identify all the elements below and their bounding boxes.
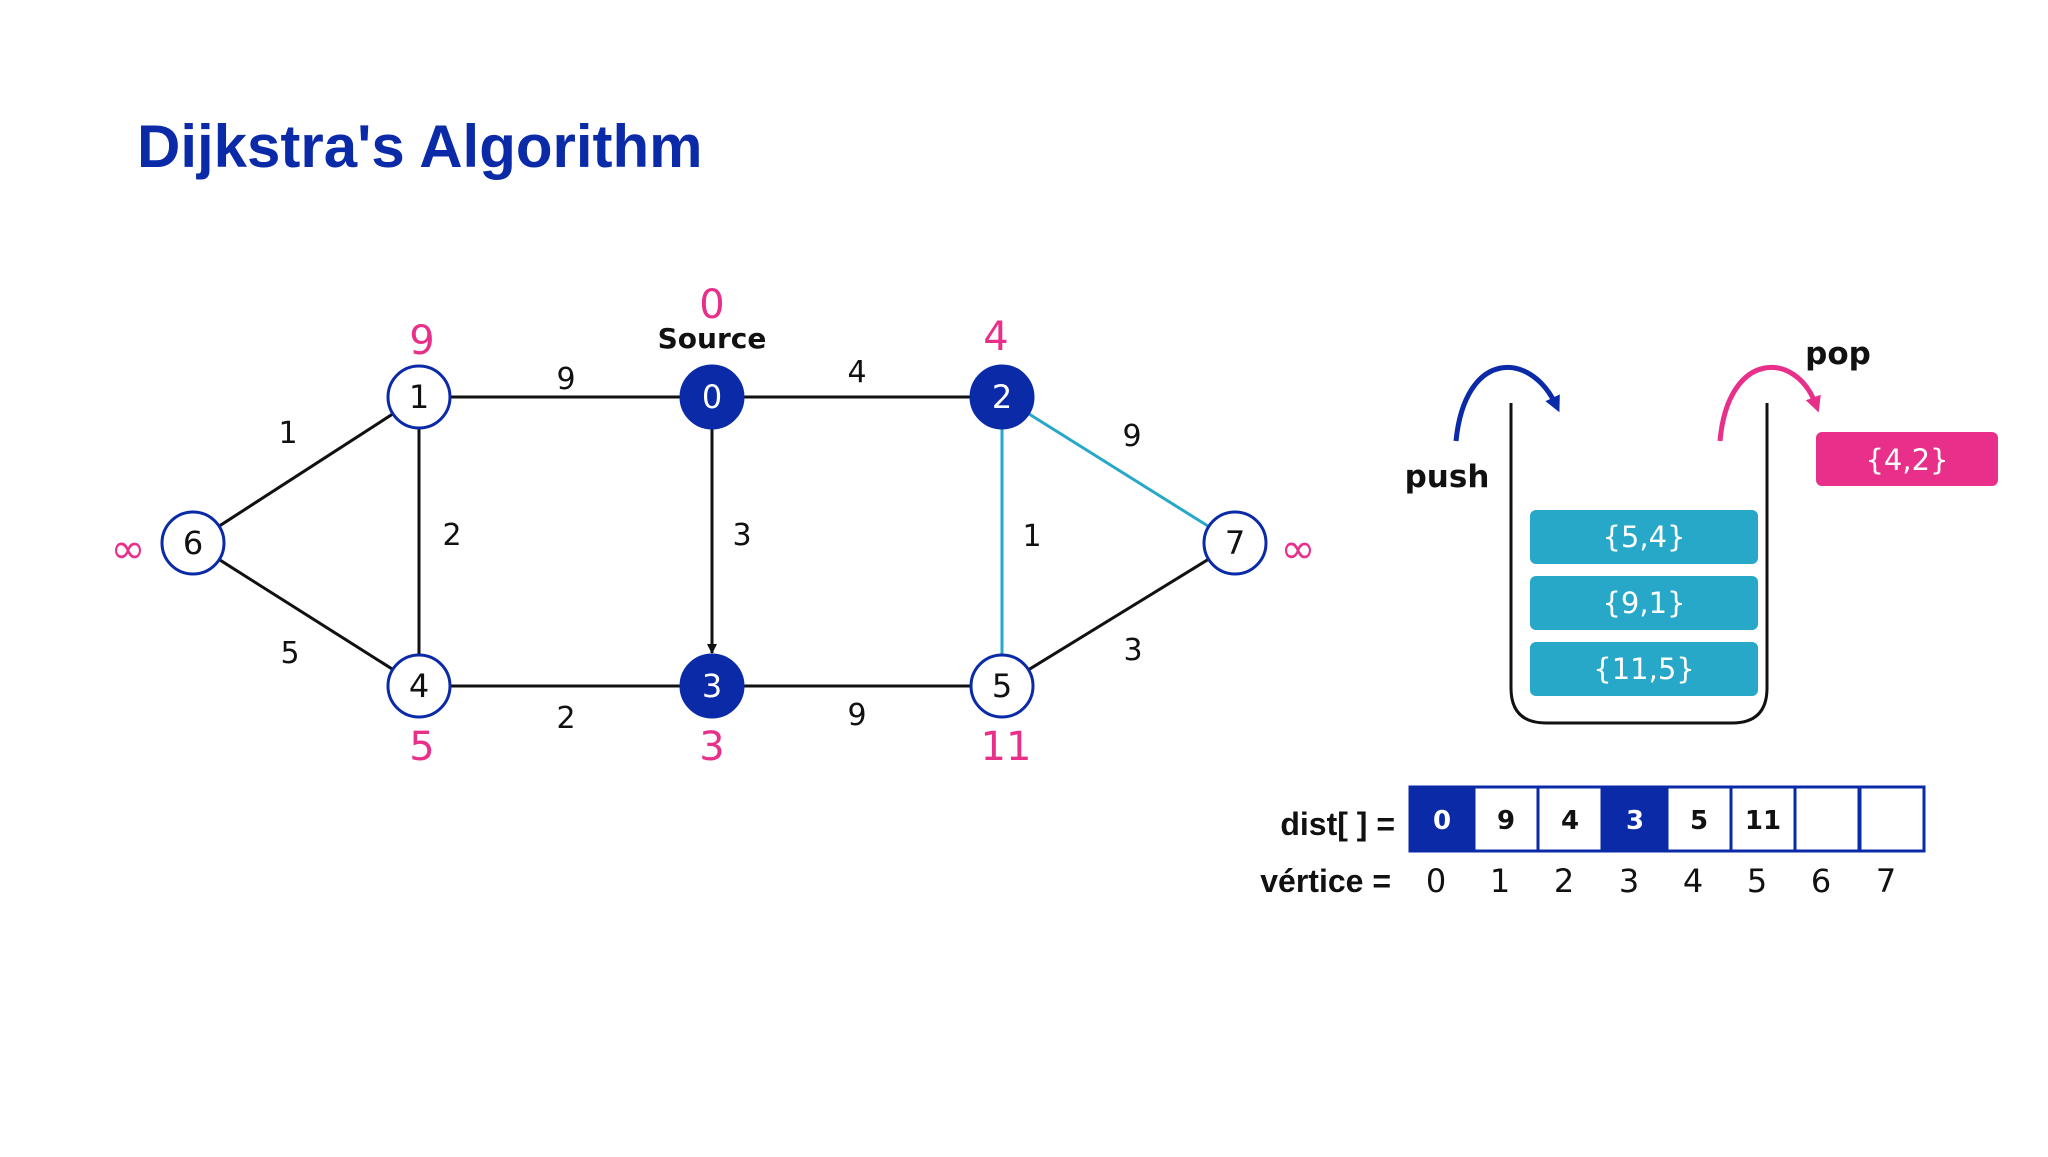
edge-weight-label: 5	[280, 636, 299, 671]
popped-item-label: {4,2}	[1865, 443, 1948, 477]
vertex-index: 6	[1811, 862, 1831, 900]
dist-cell-value: 11	[1745, 806, 1781, 836]
graph-edges: 1 5 9 2 4 3 2 9 1 9 3	[218, 355, 1210, 736]
vertex-index-label: vértice =	[1260, 863, 1391, 899]
edge-5-7	[1027, 557, 1210, 672]
priority-queue: push pop {4,2} {5,4} {9,1} {11,5}	[1405, 336, 1998, 725]
node-distance-label: ∞	[111, 524, 146, 573]
vertex-index: 7	[1876, 862, 1896, 900]
edge-weight-label: 3	[732, 518, 751, 553]
vertex-index: 3	[1619, 862, 1639, 900]
node-label: 5	[992, 667, 1012, 705]
queue-items: {5,4} {9,1} {11,5}	[1530, 510, 1758, 696]
pop-arrow-icon	[1717, 365, 1821, 442]
node-5	[969, 653, 1035, 719]
node-label: 2	[992, 378, 1012, 416]
node-label: 0	[702, 378, 722, 416]
page-title: Dijkstra's Algorithm	[137, 113, 703, 180]
dist-cells: 0 0 9 1 4 2 3 3 5 4 11 5 6 7	[1408, 785, 1926, 900]
edge-weight-label: 9	[1122, 419, 1141, 454]
node-label: 4	[409, 667, 429, 705]
dist-array: dist[ ] = vértice = 0 0 9 1 4 2 3 3 5 4 11 5 6 7	[1260, 785, 1926, 900]
queue-item-box	[1530, 576, 1758, 630]
popped-item-box	[1816, 432, 1998, 486]
dist-cell	[1793, 785, 1861, 853]
vertex-index: 0	[1426, 862, 1446, 900]
dist-cell	[1858, 785, 1926, 853]
node-0	[679, 364, 745, 430]
queue-item-label: {5,4}	[1602, 520, 1685, 554]
node-distance-label: ∞	[1281, 524, 1316, 573]
queue-item-box	[1530, 642, 1758, 696]
edge-weight-label: 3	[1123, 633, 1142, 668]
edge-weight-label: 1	[1022, 519, 1041, 554]
edge-weight-label: 2	[556, 701, 575, 736]
vertex-index: 2	[1554, 862, 1574, 900]
dist-cell-value: 3	[1626, 806, 1644, 836]
edge-weight-label: 1	[278, 416, 297, 451]
push-label: push	[1405, 459, 1490, 495]
node-3	[679, 653, 745, 719]
edge-weight-label: 2	[442, 518, 461, 553]
dist-cell-value: 9	[1497, 806, 1515, 836]
node-6	[160, 510, 226, 576]
edge-6-1	[218, 412, 394, 528]
node-distance-label: 11	[981, 724, 1032, 770]
pop-label: pop	[1805, 336, 1871, 372]
vertex-index: 1	[1490, 862, 1510, 900]
dist-cell	[1601, 785, 1669, 853]
dist-cell	[1408, 785, 1476, 853]
node-label: 3	[702, 667, 722, 705]
node-distance-label: 9	[409, 318, 434, 364]
edge-2-7	[1027, 412, 1210, 528]
node-distance-label: 5	[409, 724, 434, 770]
dist-cell-value: 5	[1690, 806, 1708, 836]
queue-item-label: {11,5}	[1593, 652, 1694, 686]
node-distance-label: 3	[699, 724, 724, 770]
dist-array-label: dist[ ] =	[1280, 806, 1395, 842]
edge-weight-label: 9	[556, 362, 575, 397]
queue-item-box	[1530, 510, 1758, 564]
node-4	[386, 653, 452, 719]
push-arrow-icon	[1453, 365, 1560, 442]
node-label: 1	[409, 378, 429, 416]
vertex-index: 4	[1683, 862, 1703, 900]
source-label: Source	[658, 322, 767, 355]
node-7	[1202, 510, 1268, 576]
node-label: 6	[183, 524, 203, 562]
node-distance-label: 4	[983, 314, 1008, 360]
node-2	[969, 364, 1035, 430]
node-1	[386, 364, 452, 430]
edge-weight-label: 4	[847, 355, 866, 390]
queue-item-label: {9,1}	[1602, 586, 1685, 620]
node-distance-label: 0	[699, 282, 724, 328]
vertex-index: 5	[1747, 862, 1767, 900]
edge-weight-label: 9	[847, 698, 866, 733]
node-label: 7	[1225, 524, 1245, 562]
edge-6-4	[218, 558, 394, 671]
dist-cell-value: 0	[1433, 806, 1451, 836]
queue-container	[1509, 403, 1769, 725]
dist-cell-value: 4	[1561, 806, 1579, 836]
